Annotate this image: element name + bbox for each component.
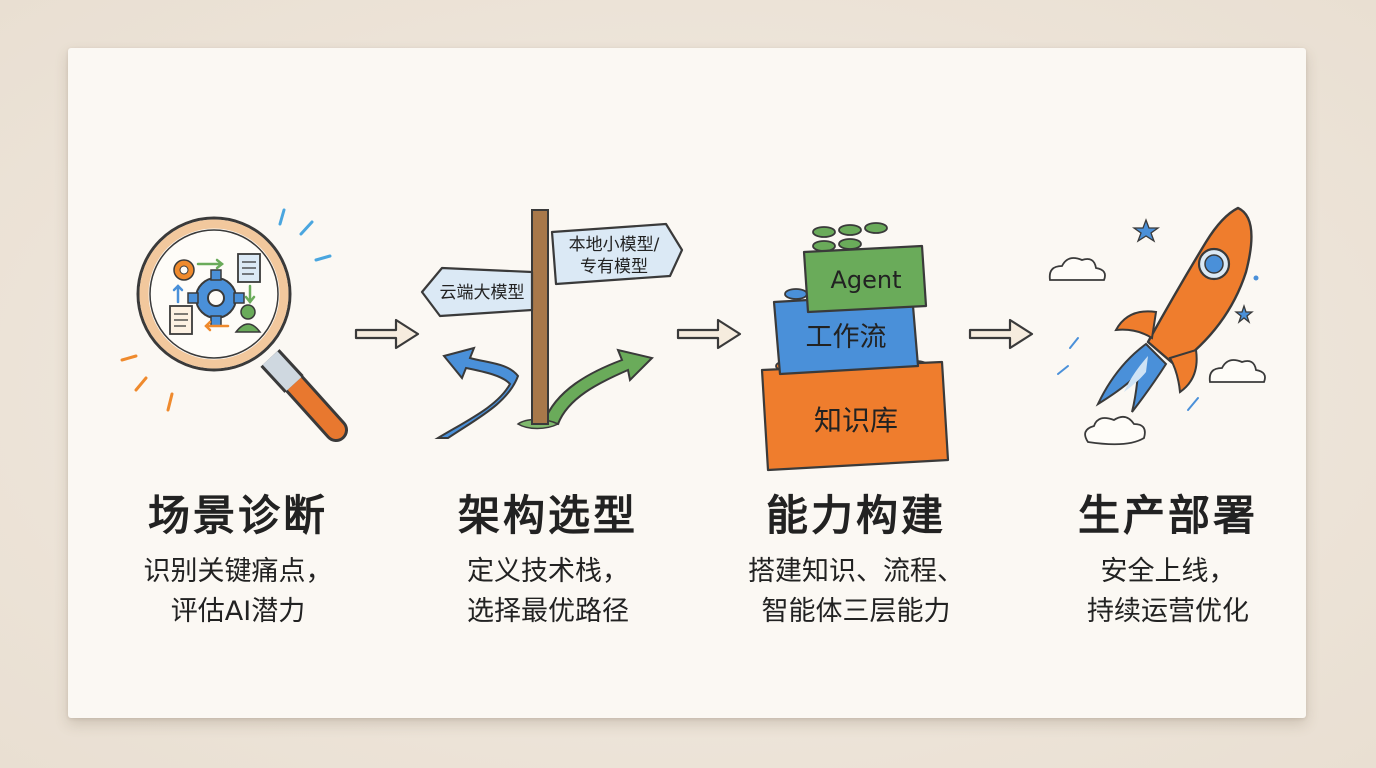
step-title: 场景诊断 [147,491,328,540]
document-icon [237,253,261,283]
gear-icon [187,269,245,327]
sparkle-lines-orange [120,354,174,412]
motion-lines [1057,337,1199,411]
step-capability-building: 知识库 工作流 Agent [716,48,996,718]
step-title: 能力构建 [765,491,946,540]
step-architecture-selection: 本地小模型/ 专有模型 云端大模型 架构选型 定义技术栈， 选择最优路径 [408,48,688,718]
building-blocks-icon: 知识库 工作流 Agent [760,222,950,472]
rocket-exhaust [1095,342,1168,413]
magnifier-icon [120,208,348,442]
step-description-line-2: 智能体三层能力 [761,596,951,627]
next-arrow-icon [354,318,420,350]
block-agent-label: Agent [830,266,901,294]
step-description: 定义技术栈， 选择最优路径 [408,552,688,632]
flow-arrows [172,258,256,332]
next-arrow-icon [676,318,742,350]
sign-local-model-line-2: 专有模型 [580,257,648,277]
sparkle-lines-blue [278,208,332,262]
star-icons [1131,218,1254,324]
magnifier-handle [260,349,348,442]
person-icon [234,304,262,333]
step-description-line-1: 识别关键痛点， [143,556,333,587]
next-arrow-icon [968,318,1034,350]
block-agent: Agent [802,222,928,314]
diagram-card: 场景诊断 识别关键痛点， 评估AI潜力 [68,48,1306,718]
block-knowledge-base: 知识库 [760,360,950,472]
step-description-line-2: 持续运营优化 [1087,596,1249,627]
sign-cloud-model-text: 云端大模型 [440,283,525,303]
sign-local-model: 本地小模型/ 专有模型 [550,222,684,286]
step-description: 安全上线， 持续运营优化 [1028,552,1308,632]
rocket-body [1114,206,1253,394]
block-knowledge-base-label: 知识库 [814,404,898,437]
rocket-icon [1048,206,1266,446]
step-description-line-1: 搭建知识、流程、 [748,556,964,587]
report-icon [169,305,193,335]
step-scenario-diagnosis: 场景诊断 识别关键痛点， 评估AI潜力 [98,48,378,718]
signpost-icon: 本地小模型/ 专有模型 云端大模型 [420,209,684,439]
step-description-line-2: 选择最优路径 [467,596,629,627]
step-description-line-2: 评估AI潜力 [170,596,306,627]
small-gear-icon [173,259,195,281]
step-title: 生产部署 [1077,491,1258,540]
step-description-line-1: 安全上线， [1100,556,1236,587]
step-description-line-1: 定义技术栈， [467,556,629,587]
signpost-pole [531,209,549,425]
step-production-deployment: 生产部署 安全上线， 持续运营优化 [1028,48,1308,718]
sign-cloud-model: 云端大模型 [420,266,534,318]
sign-local-model-line-1: 本地小模型/ [569,235,660,255]
step-description: 识别关键痛点， 评估AI潜力 [98,552,378,632]
step-description: 搭建知识、流程、 智能体三层能力 [716,552,996,632]
cloud-icons [1048,257,1266,446]
step-title: 架构选型 [457,491,638,540]
block-workflow-label: 工作流 [806,322,887,353]
